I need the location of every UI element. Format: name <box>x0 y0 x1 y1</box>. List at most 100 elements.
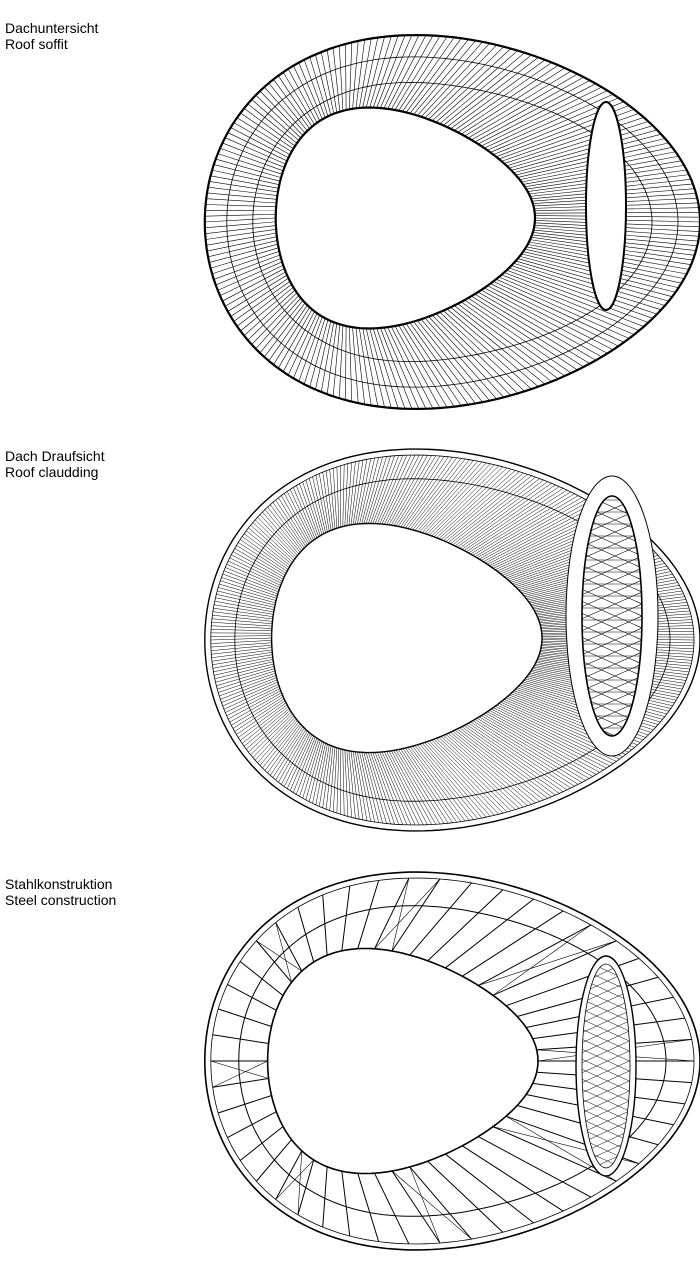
cladding-rib <box>466 488 564 552</box>
soffit-slat <box>398 325 448 408</box>
cladding-rib <box>211 644 272 651</box>
caption-english: Steel construction <box>5 892 117 908</box>
cladding-rib <box>381 751 416 826</box>
bracing-diagonal <box>297 1150 303 1215</box>
cladding-rib <box>305 479 323 535</box>
cladding-rib <box>352 751 364 821</box>
soffit-slat <box>439 311 525 392</box>
soffit-slat <box>255 297 302 350</box>
soffit-slat <box>402 324 455 407</box>
cladding-rib <box>438 470 516 539</box>
radial-frame <box>478 924 592 986</box>
soffit-slat <box>506 121 649 167</box>
cladding-rib <box>216 594 275 608</box>
inner-compression-ring <box>266 947 539 1175</box>
soffit-slat <box>298 62 323 120</box>
cladding-rib <box>485 505 597 564</box>
cladding-rib <box>329 747 336 811</box>
soffit-slat <box>474 80 590 143</box>
soffit-slat <box>243 289 296 336</box>
side-oval-opening <box>584 101 628 311</box>
radial-frame <box>322 894 328 956</box>
cladding-rib <box>322 472 332 531</box>
radial-frame <box>478 1136 592 1198</box>
soffit-slat <box>467 297 578 371</box>
cladding-rib <box>414 460 474 531</box>
cladding-rib <box>417 460 478 532</box>
cladding-rib <box>211 625 272 629</box>
cladding-rib <box>212 614 273 622</box>
soffit-slat <box>413 40 476 115</box>
cladding-rib <box>210 642 272 648</box>
soffit-slat <box>298 316 323 382</box>
caption: Stahlkonstruktion Steel construction <box>5 876 116 908</box>
cladding-rib <box>305 741 323 801</box>
cladding-rib <box>445 474 528 542</box>
soffit-slat <box>461 67 565 135</box>
soffit-slat <box>233 281 291 322</box>
cladding-rib <box>472 493 575 556</box>
cladding-rib <box>485 712 597 775</box>
panel-steel-construction: Stahlkonstruktion Steel construction <box>0 856 700 1266</box>
bracing-diagonal <box>210 1060 269 1079</box>
soffit-slat <box>376 35 406 108</box>
skylight-surround <box>565 475 659 757</box>
soffit-slat <box>365 36 385 108</box>
cladding-rib <box>481 501 590 561</box>
cladding-rib <box>308 742 325 802</box>
cladding-rib <box>248 711 292 753</box>
cladding-rib <box>368 752 391 824</box>
cladding-rib <box>438 737 516 810</box>
soffit-slat <box>511 265 658 315</box>
cladding-rib <box>211 618 273 624</box>
cladding-rib <box>395 749 441 825</box>
cladding-rib <box>350 460 360 525</box>
cladding-rib <box>454 729 544 801</box>
soffit-slat <box>405 38 462 113</box>
cladding-rib <box>431 466 504 537</box>
cladding-rib <box>319 744 330 807</box>
cladding-rib <box>286 491 313 542</box>
cladding-rib <box>336 748 340 814</box>
cladding-rib <box>457 481 548 548</box>
soffit-slat <box>320 322 335 392</box>
cladding-rib <box>470 721 571 789</box>
soffit-slat <box>240 286 294 332</box>
soffit-slat <box>484 90 608 149</box>
soffit-slat <box>247 292 298 341</box>
radial-frame <box>255 1139 292 1182</box>
radial-frame <box>492 940 617 996</box>
cladding-rib <box>433 738 508 813</box>
cladding-rib <box>359 457 375 524</box>
soffit-slat <box>387 35 427 109</box>
cladding-rib <box>213 659 274 673</box>
soffit-slat <box>513 133 662 174</box>
cladding-rib <box>412 746 470 821</box>
cladding-rib <box>299 739 319 797</box>
cladding-rib <box>240 704 288 741</box>
cladding-rib <box>495 706 614 764</box>
radial-frame <box>297 1159 315 1215</box>
cladding-rib <box>410 458 466 530</box>
cladding-rib <box>483 714 593 777</box>
soffit-slat <box>446 308 539 387</box>
cladding-rib <box>210 635 272 637</box>
soffit-slat <box>484 287 608 354</box>
cladding-rib <box>377 455 408 524</box>
soffit-slat <box>454 62 552 131</box>
soffit-slat <box>432 48 511 122</box>
soffit-slat <box>506 269 649 323</box>
soffit-slat <box>359 38 372 109</box>
soffit-slat <box>209 243 278 263</box>
soffit-slat <box>477 291 596 361</box>
soffit-slat <box>508 125 653 169</box>
cladding-rib <box>246 710 291 750</box>
cladding-rib <box>393 455 437 526</box>
cladding-rib <box>214 604 274 615</box>
cladding-rib <box>267 725 302 774</box>
cladding-rib <box>236 700 286 735</box>
soffit-slat <box>293 65 320 122</box>
cladding-rib <box>433 467 508 538</box>
cladding-rib <box>299 483 319 537</box>
cladding-rib <box>221 577 278 597</box>
